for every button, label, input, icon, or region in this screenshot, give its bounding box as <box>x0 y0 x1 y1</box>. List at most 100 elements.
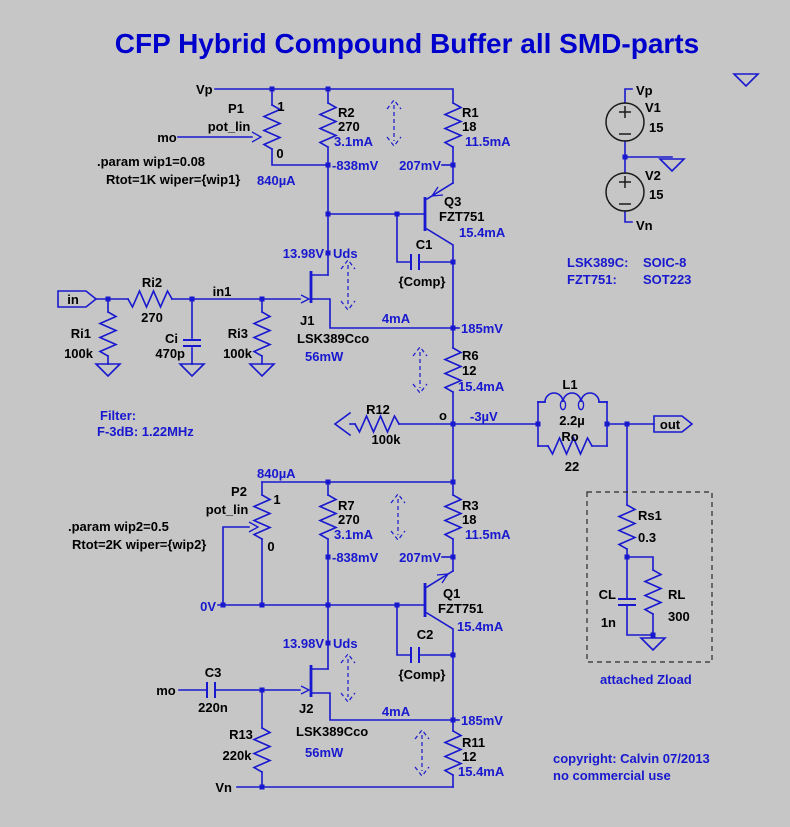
wire-c2-left[interactable] <box>396 604 412 656</box>
resistor-rl[interactable] <box>643 568 663 616</box>
wire-q1-collector[interactable] <box>425 611 454 732</box>
capacitor-ci[interactable] <box>183 339 201 347</box>
resistor-ri1[interactable] <box>98 310 118 358</box>
wire-c1-left[interactable] <box>396 213 412 263</box>
q1-name: Q1 <box>443 586 460 601</box>
wire-q3-collector[interactable] <box>425 227 454 349</box>
p1-name: P1 <box>228 101 244 116</box>
ground-zload[interactable] <box>639 637 667 652</box>
resistor-r6[interactable] <box>443 346 463 394</box>
rs1-name: Rs1 <box>638 508 662 523</box>
current-arrow-r11[interactable] <box>414 729 430 777</box>
potentiometer-p1[interactable] <box>262 103 282 151</box>
wire-junction <box>450 325 456 331</box>
wire-junction <box>450 479 456 485</box>
resistor-ri2[interactable] <box>126 289 174 309</box>
ground-flag-topright[interactable] <box>732 73 760 88</box>
i4ma-bottom: 4mA <box>382 704 411 719</box>
q1-current: 15.4mA <box>457 619 504 634</box>
wire-junction <box>325 640 331 646</box>
wire-rl-top[interactable] <box>626 556 654 571</box>
pkg-lsk389c-val: SOIC-8 <box>643 255 686 270</box>
wire-junction <box>604 421 610 427</box>
wire-junction <box>259 296 265 302</box>
r3-value: 18 <box>462 512 476 527</box>
ground-ri1[interactable] <box>94 363 122 378</box>
i4ma-top: 4mA <box>382 311 411 326</box>
ground-ci[interactable] <box>178 363 206 378</box>
wire-junction <box>325 250 331 256</box>
wire-j1-source-4ma[interactable] <box>311 298 454 329</box>
cl-value: 1n <box>601 615 616 630</box>
wire-junction <box>624 554 630 560</box>
ground-ri3[interactable] <box>248 363 276 378</box>
current-arrow-r7r3[interactable] <box>390 493 406 541</box>
p2-marker-1: 1 <box>273 492 280 507</box>
resistor-r7[interactable] <box>318 493 338 541</box>
capacitor-c1[interactable] <box>410 254 420 270</box>
q3-current: 15.4mA <box>459 225 506 240</box>
zload-dashed-box <box>586 491 713 663</box>
wire-vp-rail[interactable] <box>214 88 454 104</box>
c2-name: C2 <box>417 627 434 642</box>
q1-npn-arrow <box>436 573 450 584</box>
current-arrow-r6[interactable] <box>412 346 428 394</box>
rl-value: 300 <box>668 609 690 624</box>
inductor-l1[interactable] <box>537 392 608 403</box>
param1-line1: .param wip1=0.08 <box>97 154 205 169</box>
v1-name: V1 <box>645 100 661 115</box>
wire-v2-bottom[interactable] <box>624 210 633 223</box>
out-port[interactable] <box>653 415 694 433</box>
voltage-source-v1[interactable] <box>605 102 645 142</box>
potentiometer-p2[interactable] <box>252 493 272 541</box>
page-title: CFP Hybrid Compound Buffer all SMD-parts <box>115 28 699 59</box>
resistor-r1[interactable] <box>443 101 463 149</box>
wire-v1-top[interactable] <box>624 88 633 104</box>
current-arrow-r2r1[interactable] <box>386 99 402 147</box>
resistor-ri3[interactable] <box>252 310 272 358</box>
resistor-r11[interactable] <box>443 729 463 777</box>
wire-junction <box>325 162 331 168</box>
j2-type: LSK389Cco <box>296 724 368 739</box>
resistor-r13[interactable] <box>252 726 272 774</box>
capacitor-c2[interactable] <box>410 647 420 663</box>
ground-supply-mid[interactable] <box>658 158 686 173</box>
p2-name: P2 <box>231 484 247 499</box>
ground-left-r12[interactable] <box>333 411 352 437</box>
wire-junction <box>450 259 456 265</box>
ri2-name: Ri2 <box>142 275 162 290</box>
r3-name: R3 <box>462 498 479 513</box>
filter-line2: F-3dB: 1.22MHz <box>97 424 194 439</box>
voltage-source-v2[interactable] <box>605 172 645 212</box>
wire-junction <box>624 421 630 427</box>
r12-name: R12 <box>366 402 390 417</box>
in-port[interactable] <box>57 290 98 308</box>
wire-p2-wiper[interactable] <box>222 526 250 606</box>
current-arrow-j2[interactable] <box>340 653 356 703</box>
c3-value: 220n <box>198 700 228 715</box>
j1-power: 56mW <box>305 349 344 364</box>
resistor-ro[interactable] <box>546 436 594 456</box>
param2-line1: .param wip2=0.5 <box>68 519 169 534</box>
capacitor-c3[interactable] <box>206 682 216 698</box>
capacitor-cl[interactable] <box>618 598 636 606</box>
wire-j2-source-4ma[interactable] <box>311 692 454 721</box>
wire-junction <box>325 211 331 217</box>
v2-rail: Vn <box>636 218 653 233</box>
r13-value: 220k <box>223 748 253 763</box>
j1-name: J1 <box>300 313 314 328</box>
resistor-r3[interactable] <box>443 493 463 541</box>
j2-power: 56mW <box>305 745 344 760</box>
resistor-r2[interactable] <box>318 101 338 149</box>
out-port-label: out <box>660 417 681 432</box>
resistor-r12[interactable] <box>353 414 401 434</box>
wire-p1-bottom[interactable] <box>271 148 327 166</box>
wire-junction <box>105 296 111 302</box>
wire-junction <box>450 162 456 168</box>
inductor-l1-loop <box>559 399 567 411</box>
resistor-rs1[interactable] <box>617 503 637 551</box>
v207-bottom: 207mV <box>399 550 441 565</box>
wire-cl-bottom[interactable] <box>626 604 654 636</box>
current-arrow-j1[interactable] <box>340 259 356 311</box>
